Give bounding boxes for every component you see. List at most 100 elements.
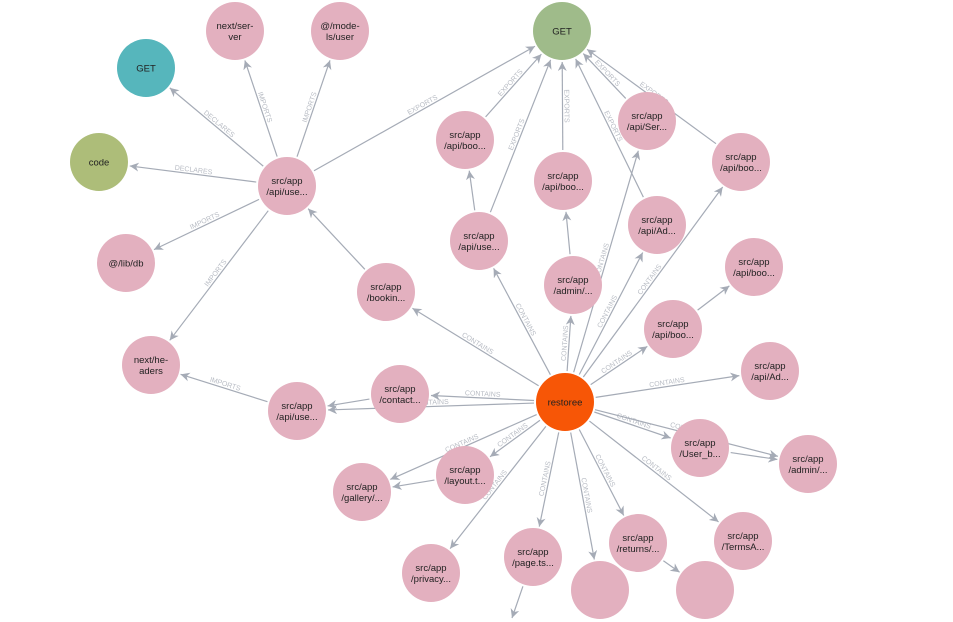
- node-label: src/app: [271, 176, 302, 187]
- graph-node[interactable]: src/app/User_b...: [671, 419, 729, 477]
- node-circle[interactable]: [725, 238, 783, 296]
- node-label: /layout.t...: [444, 476, 485, 487]
- graph-node[interactable]: src/app/contact...: [371, 365, 429, 423]
- edge-line: [392, 479, 435, 490]
- graph-node[interactable]: next/he-aders: [122, 336, 180, 394]
- node-circle[interactable]: [436, 111, 494, 169]
- node-circle[interactable]: [714, 512, 772, 570]
- node-label: /User_b...: [679, 449, 720, 460]
- graph-node[interactable]: src/app/gallery/...: [333, 463, 391, 521]
- graph-node[interactable]: GET: [117, 39, 175, 97]
- node-circle[interactable]: [536, 373, 594, 431]
- node-circle[interactable]: [117, 39, 175, 97]
- node-label: src/app: [449, 130, 480, 141]
- graph-node[interactable]: src/app/admin/...: [544, 256, 602, 314]
- graph-node[interactable]: src/app/api/use...: [450, 212, 508, 270]
- node-circle[interactable]: [504, 528, 562, 586]
- graph-node[interactable]: src/app/api/boo...: [725, 238, 783, 296]
- node-label: /api/boo...: [444, 141, 486, 152]
- node-circle[interactable]: [402, 544, 460, 602]
- node-circle[interactable]: [609, 514, 667, 572]
- node-circle[interactable]: [618, 92, 676, 150]
- edge-label: DECLARES: [202, 110, 236, 140]
- node-circle[interactable]: [122, 336, 180, 394]
- edge-label: IMPORTS: [204, 258, 229, 288]
- graph-node[interactable]: src/app/api/boo...: [712, 133, 770, 191]
- node-label: /privacy...: [411, 574, 451, 585]
- graph-node[interactable]: src/app/api/boo...: [644, 300, 702, 358]
- edge-exports: EXPORTS: [582, 53, 627, 99]
- edge-link: [392, 479, 435, 490]
- graph-node[interactable]: next/ser-ver: [206, 2, 264, 60]
- node-circle[interactable]: [436, 446, 494, 504]
- edge-contains: CONTAINS: [590, 345, 648, 386]
- edge-line: [595, 372, 740, 398]
- node-label: src/app: [792, 454, 823, 465]
- node-circle[interactable]: [268, 382, 326, 440]
- edge-declares: DECLARES: [129, 162, 257, 183]
- graph-node[interactable]: src/app/api/Ser...: [618, 92, 676, 150]
- edge-exports: EXPORTS: [485, 53, 542, 118]
- node-circle[interactable]: [357, 263, 415, 321]
- node-circle[interactable]: [534, 152, 592, 210]
- edge-line: [243, 60, 278, 157]
- graph-node[interactable]: src/app/page.ts...: [504, 528, 562, 586]
- edge-line: [327, 398, 370, 409]
- edge-line: [589, 420, 719, 523]
- graph-node[interactable]: [676, 561, 734, 619]
- edge-imports: IMPORTS: [296, 60, 332, 157]
- node-circle[interactable]: [676, 561, 734, 619]
- node-label: /admin/...: [788, 465, 827, 476]
- graph-node[interactable]: src/app/api/Ad...: [628, 196, 686, 254]
- edge-line: [430, 391, 535, 402]
- edge-line: [493, 268, 551, 375]
- edge-imports: IMPORTS: [169, 210, 269, 341]
- graph-node[interactable]: code: [70, 133, 128, 191]
- node-circle[interactable]: [311, 2, 369, 60]
- graph-node[interactable]: GET: [533, 2, 591, 60]
- root-node[interactable]: restoree: [536, 373, 594, 431]
- graph-node[interactable]: src/app/bookin...: [357, 263, 415, 321]
- node-label: src/app: [281, 401, 312, 412]
- graph-node[interactable]: src/app/api/use...: [258, 157, 316, 215]
- graph-node[interactable]: src/app/api/boo...: [534, 152, 592, 210]
- edge-line: [570, 432, 598, 560]
- edge-contains: CONTAINS: [412, 307, 539, 387]
- node-circle[interactable]: [533, 2, 591, 60]
- graph-node[interactable]: src/app/layout.t...: [436, 446, 494, 504]
- node-circle[interactable]: [628, 196, 686, 254]
- graph-node[interactable]: src/app/api/Ad...: [741, 342, 799, 400]
- node-label: ver: [228, 32, 241, 43]
- node-circle[interactable]: [70, 133, 128, 191]
- node-circle[interactable]: [333, 463, 391, 521]
- edge-line: [594, 411, 671, 440]
- edge-imports: IMPORTS: [153, 198, 260, 251]
- node-circle[interactable]: [644, 300, 702, 358]
- edge-link: [327, 398, 370, 409]
- graph-node[interactable]: src/app/returns/...: [609, 514, 667, 572]
- node-label: src/app: [415, 563, 446, 574]
- graph-node[interactable]: @/mode-ls/user: [311, 2, 369, 60]
- node-circle[interactable]: [258, 157, 316, 215]
- node-circle[interactable]: [571, 561, 629, 619]
- graph-node[interactable]: src/app/api/boo...: [436, 111, 494, 169]
- node-circle[interactable]: [206, 2, 264, 60]
- node-circle[interactable]: [779, 435, 837, 493]
- node-circle[interactable]: [97, 234, 155, 292]
- edge-line: [573, 150, 641, 373]
- node-circle[interactable]: [671, 419, 729, 477]
- graph-node[interactable]: @/lib/db: [97, 234, 155, 292]
- graph-node[interactable]: src/app/admin/...: [779, 435, 837, 493]
- graph-node[interactable]: src/app/TermsA...: [714, 512, 772, 570]
- edge-contains: CONTAINS: [327, 399, 535, 415]
- node-circle[interactable]: [450, 212, 508, 270]
- graph-node[interactable]: src/app/api/use...: [268, 382, 326, 440]
- graph-node[interactable]: [571, 561, 629, 619]
- node-circle[interactable]: [712, 133, 770, 191]
- graph-node[interactable]: src/app/privacy...: [402, 544, 460, 602]
- node-circle[interactable]: [544, 256, 602, 314]
- node-circle[interactable]: [371, 365, 429, 423]
- edge-declares: DECLARES: [169, 87, 264, 167]
- node-circle[interactable]: [741, 342, 799, 400]
